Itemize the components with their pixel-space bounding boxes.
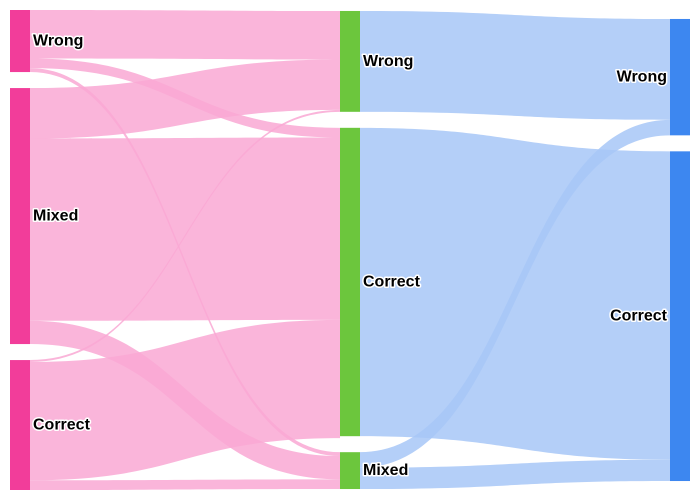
label-s2-mixed: Mixed — [363, 462, 408, 479]
node-s2-correct — [340, 127, 360, 437]
links-layer — [30, 10, 670, 490]
link-s2-mixed-to-s3-wrong — [360, 119, 670, 468]
label-s1-correct: Correct — [33, 417, 91, 434]
link-s1-correct-to-s2-wrong — [30, 109, 340, 362]
node-s1-wrong — [10, 10, 30, 73]
link-s1-mixed-to-s2-wrong — [30, 59, 340, 139]
node-s3-wrong — [670, 18, 690, 136]
label-s2-correct: Correct — [363, 274, 421, 291]
link-s2-wrong-to-s3-wrong — [360, 10, 670, 120]
label-s3-wrong: Wrong — [617, 69, 667, 86]
label-s1-wrong: Wrong — [33, 33, 83, 50]
link-s1-mixed-to-s2-correct — [30, 137, 340, 321]
link-s1-wrong-to-s2-wrong — [30, 10, 340, 60]
node-s2-wrong — [340, 10, 360, 112]
node-s2-mixed — [340, 452, 360, 490]
nodes-layer — [10, 10, 690, 490]
node-s1-correct — [10, 360, 30, 490]
link-s1-correct-to-s2-mixed — [30, 479, 340, 490]
link-s1-correct-to-s2-correct — [30, 319, 340, 481]
node-s3-correct — [670, 151, 690, 482]
labels-layer: WrongMixedCorrectWrongCorrectMixedWrongC… — [32, 31, 670, 481]
label-s3-correct: Correct — [610, 308, 668, 325]
link-s2-mixed-to-s3-correct — [360, 459, 670, 490]
label-s2-wrong: Wrong — [363, 53, 413, 70]
node-s1-mixed — [10, 88, 30, 345]
label-s1-mixed: Mixed — [33, 208, 78, 225]
